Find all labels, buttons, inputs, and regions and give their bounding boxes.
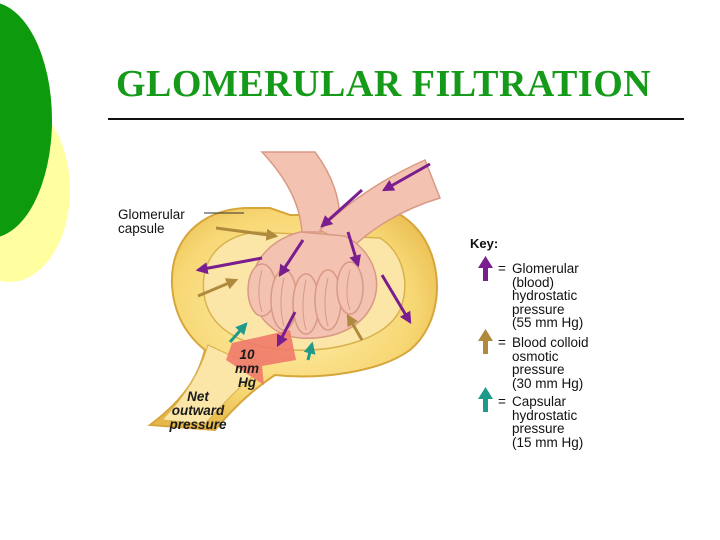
title-underline <box>108 118 684 120</box>
key-equals: = <box>498 261 506 276</box>
key-text-glomerular: Glomerular (blood) hydrostatic pressure … <box>512 261 584 330</box>
efferent-arteriole <box>318 158 441 249</box>
slide-title: GLOMERULAR FILTRATION <box>116 63 652 105</box>
tan-arrow-icon <box>478 329 493 354</box>
capillary-tuft <box>247 231 378 339</box>
net-outward-pressure-label: Net outward pressure <box>169 389 227 432</box>
key-text-capsular: Capsular hydrostatic pressure (15 mm Hg) <box>512 394 584 450</box>
key-title: Key: <box>470 236 499 251</box>
pressure-value-label: 10 mm Hg <box>234 347 259 390</box>
capsular-pressure-arrows <box>228 322 316 361</box>
deco-green-circle <box>0 3 52 237</box>
teal-arrow-icon <box>478 387 493 412</box>
glomerular-capsule-label: Glomerular capsule <box>118 207 185 236</box>
key-equals: = <box>498 394 506 409</box>
colloid-pressure-arrows <box>197 226 364 341</box>
key-text-colloid: Blood colloid osmotic pressure (30 mm Hg… <box>512 335 589 391</box>
decorative-shapes <box>0 3 70 282</box>
glomerular-pressure-arrows <box>195 162 431 348</box>
capillary-loops <box>258 269 351 331</box>
purple-arrow-icon <box>478 256 493 281</box>
key-equals: = <box>498 335 506 350</box>
